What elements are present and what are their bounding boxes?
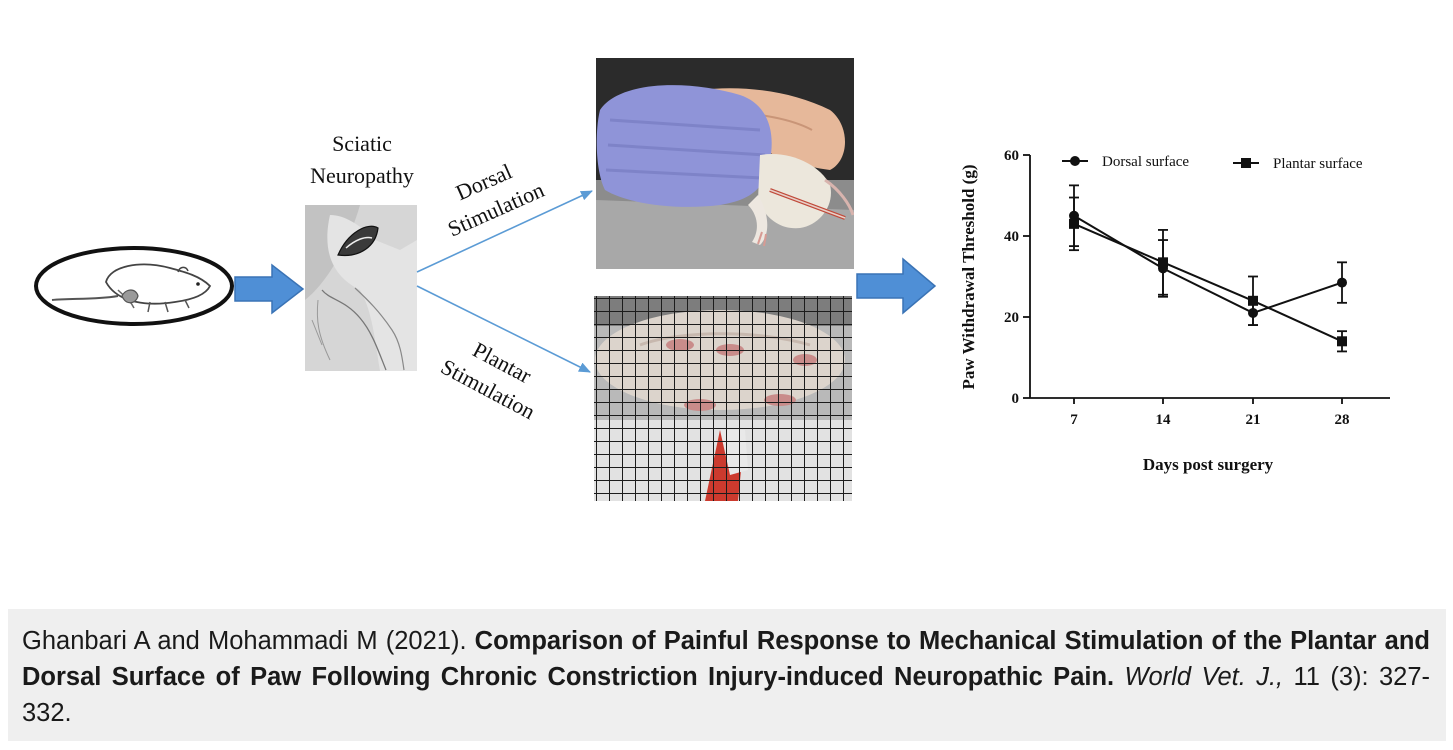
legend-circle-marker bbox=[1070, 156, 1080, 166]
series-line-0 bbox=[1073, 214, 1343, 315]
data-point-square bbox=[1248, 295, 1258, 306]
sciatic-surgery-sketch bbox=[305, 205, 417, 371]
x-tick-label: 28 bbox=[1335, 412, 1350, 428]
dorsal-stimulation-photo bbox=[596, 58, 854, 269]
plantar-stimulation-photo bbox=[594, 296, 852, 501]
data-point-square bbox=[1337, 336, 1347, 347]
rat-illustration bbox=[34, 246, 234, 326]
citation-box: Ghanbari A and Mohammadi M (2021). Compa… bbox=[8, 609, 1446, 741]
y-tick-label: 20 bbox=[1004, 310, 1019, 326]
legend-square-marker bbox=[1241, 158, 1251, 168]
threshold-chart: 0 20 40 60 7 14 21 28 Paw Withdrawal Threshold… bbox=[959, 148, 1390, 474]
citation-title: Comparison of Painful Response to Mechan… bbox=[22, 627, 1430, 691]
citation-journal: World Vet. J., bbox=[1114, 663, 1284, 691]
y-axis-label: Paw Withdrawal Threshold (g) bbox=[959, 165, 978, 390]
flow-arrow-icon bbox=[234, 263, 305, 315]
series-line-1 bbox=[1073, 222, 1343, 343]
flow-arrow-icon-2 bbox=[856, 257, 937, 315]
legend-plantar: Plantar surface bbox=[1273, 156, 1363, 172]
citation-volume: 11 (3): 327-332. bbox=[22, 663, 1430, 727]
plantar-arrow bbox=[416, 285, 591, 373]
x-tick-label: 14 bbox=[1156, 412, 1172, 428]
x-tick-label: 7 bbox=[1070, 412, 1078, 428]
y-tick-label: 40 bbox=[1004, 229, 1019, 245]
sciatic-label-line1: Sciatic bbox=[332, 131, 392, 156]
sciatic-label-line2: Neuropathy bbox=[310, 163, 414, 188]
x-axis-label: Days post surgery bbox=[1143, 455, 1274, 474]
y-tick-label: 60 bbox=[1004, 148, 1019, 164]
legend: Dorsal surface Plantar surface bbox=[1062, 154, 1363, 172]
data-point-square bbox=[1158, 257, 1168, 268]
data-point-circle bbox=[1337, 277, 1347, 288]
x-tick-label: 21 bbox=[1246, 412, 1261, 428]
y-tick-label: 0 bbox=[1012, 391, 1020, 407]
citation-authors: Ghanbari A and Mohammadi M (2021). bbox=[22, 627, 475, 655]
legend-dorsal: Dorsal surface bbox=[1102, 154, 1189, 170]
dorsal-arrow bbox=[416, 190, 593, 273]
data-point-square bbox=[1069, 218, 1079, 229]
